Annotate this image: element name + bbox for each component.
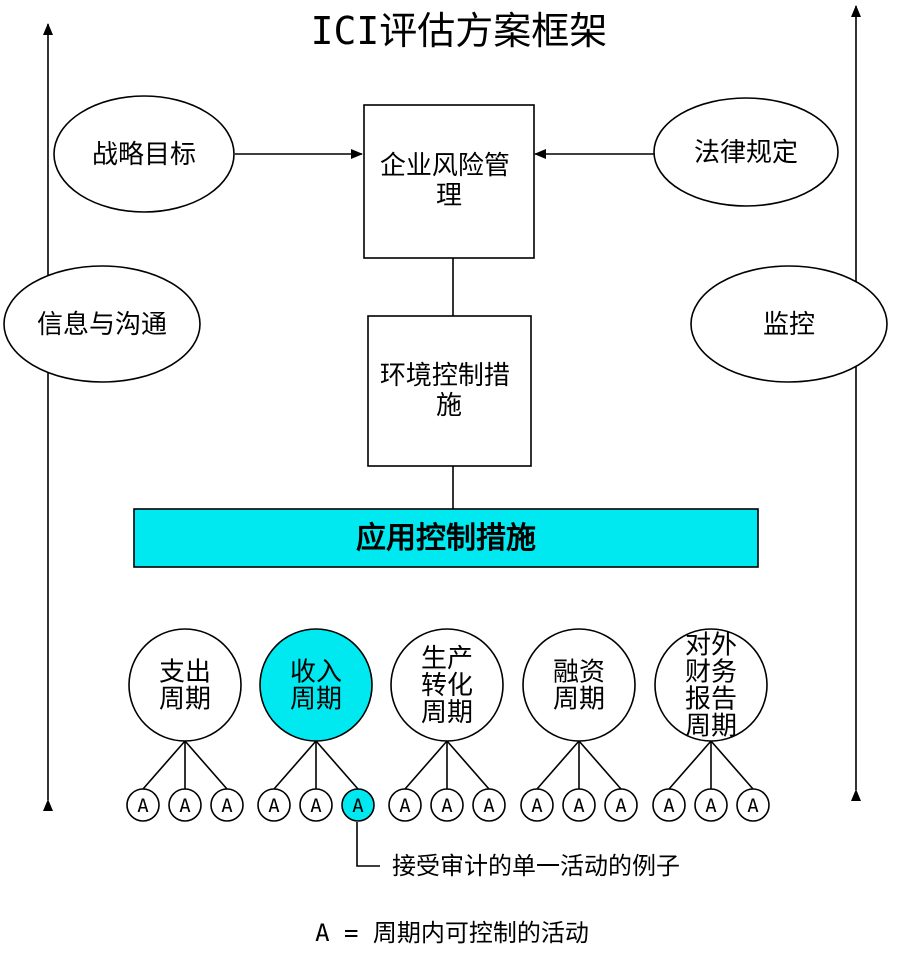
env-label-line-2: 施 (436, 391, 462, 421)
activity-connector (710, 740, 754, 790)
activity-label: A (137, 795, 149, 817)
cycle-4: 对外财务报告周期 A A A (652, 628, 770, 822)
activity-label: A (221, 795, 233, 817)
cycle-label-line: 报告 (685, 685, 737, 715)
svg-text:环境控制措 施: 环境控制措 施 (380, 361, 518, 421)
svg-text:融资周期: 融资周期 (553, 658, 605, 715)
cycle-label-line: 财务 (685, 658, 737, 688)
cycle-label-line: 周期 (421, 698, 473, 728)
cycle-label-line: 周期 (290, 685, 342, 715)
activity-connector (668, 740, 712, 790)
cycle-2: 生产转化周期 A A A (388, 628, 506, 822)
activity-label: A (615, 795, 627, 817)
activity-connector (446, 740, 490, 790)
ellipse-strategy-objectives: 战略目标 (53, 95, 235, 213)
ellipse-information-communication: 信息与沟通 (3, 265, 201, 383)
activity-circle (472, 788, 506, 822)
box-enterprise-risk-management: 企业风险管 理 (363, 104, 535, 259)
svg-text:收入周期: 收入周期 (290, 658, 342, 715)
activity-circle (430, 788, 464, 822)
activity-circle (652, 788, 686, 822)
activity-circle (257, 788, 291, 822)
activity-circle (341, 788, 375, 822)
svg-text:企业风险管 理: 企业风险管 理 (380, 151, 518, 211)
box-environment-controls: 环境控制措 施 (367, 315, 532, 467)
activity-connector (315, 740, 359, 790)
activity-circle (388, 788, 422, 822)
ellipse-legal-regulations: 法律规定 (653, 97, 839, 207)
activity-label: A (531, 795, 543, 817)
activity-label: A (705, 795, 717, 817)
cycle-label-line: 周期 (159, 685, 211, 715)
activity-connector (142, 740, 186, 790)
svg-text:对外财务报告周期: 对外财务报告周期 (685, 631, 737, 742)
activity-circle (168, 788, 202, 822)
activity-label: A (268, 795, 280, 817)
callout-leader-line (356, 822, 380, 867)
activity-circle (736, 788, 770, 822)
svg-text:支出周期: 支出周期 (159, 658, 211, 715)
cycle-1: 收入周期 A A A (257, 628, 375, 822)
cycle-label-line: 收入 (290, 658, 342, 688)
activity-label: A (663, 795, 675, 817)
activity-label: A (352, 795, 364, 817)
activity-label: A (399, 795, 411, 817)
cycle-label-line: 周期 (553, 685, 605, 715)
activity-label: A (483, 795, 495, 817)
legend-text: A = 周期内可控制的活动 (315, 919, 589, 947)
erm-label-line-1: 企业风险管 (380, 151, 510, 181)
erm-label-line-2: 理 (436, 181, 462, 211)
activity-circle (299, 788, 333, 822)
env-label-line-1: 环境控制措 (380, 361, 510, 391)
info-label: 信息与沟通 (37, 310, 167, 340)
activity-circle (210, 788, 244, 822)
app-controls-label: 应用控制措施 (356, 521, 536, 556)
ellipse-monitoring: 监控 (690, 265, 888, 383)
activity-label: A (441, 795, 453, 817)
cycle-label-line: 转化 (421, 671, 473, 701)
diagram-title: ICI评估方案框架 (311, 9, 608, 53)
activity-label: A (179, 795, 191, 817)
activity-connector (404, 740, 448, 790)
activity-circle (562, 788, 596, 822)
activity-label: A (573, 795, 585, 817)
activity-circle (126, 788, 160, 822)
cycle-label-line: 支出 (159, 658, 211, 688)
cycle-3: 融资周期 A A A (520, 628, 638, 822)
activity-connector (536, 740, 580, 790)
cycle-label-line: 周期 (685, 712, 737, 742)
activity-circle (604, 788, 638, 822)
activity-connector (184, 740, 228, 790)
activity-connector (578, 740, 622, 790)
bar-application-controls: 应用控制措施 (133, 508, 759, 568)
callout-text: 接受审计的单一活动的例子 (392, 852, 680, 880)
activity-label: A (310, 795, 322, 817)
strategy-label: 战略目标 (92, 140, 196, 170)
svg-text:生产转化周期: 生产转化周期 (421, 644, 473, 728)
cycle-label-line: 融资 (553, 658, 605, 688)
activity-circle (694, 788, 728, 822)
cycle-label-line: 生产 (421, 644, 473, 674)
activity-connector (273, 740, 317, 790)
law-label: 法律规定 (694, 138, 798, 168)
activity-label: A (747, 795, 759, 817)
cycle-label-line: 对外 (685, 631, 737, 661)
monitor-label: 监控 (763, 310, 815, 340)
activity-circle (520, 788, 554, 822)
cycle-0: 支出周期 A A A (126, 628, 244, 822)
